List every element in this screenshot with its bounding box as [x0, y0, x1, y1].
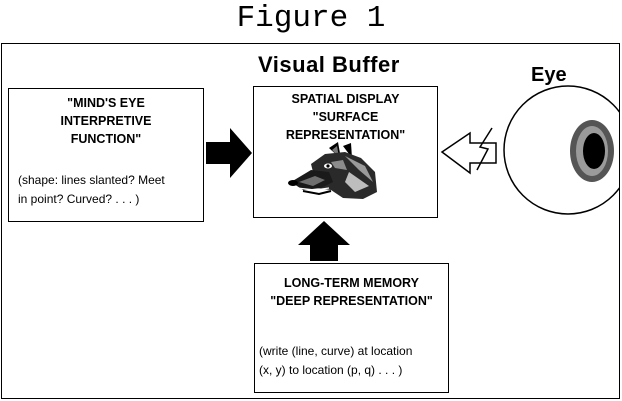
left-arrow-icon: [440, 131, 497, 175]
long-term-memory-note-line: (write (line, curve) at location: [259, 344, 413, 358]
minds-eye-heading-line: FUNCTION": [70, 132, 142, 146]
long-term-memory-box: LONG-TERM MEMORY "DEEP REPRESENTATION" (…: [254, 263, 449, 393]
long-term-memory-heading-line: LONG-TERM MEMORY: [284, 276, 419, 290]
minds-eye-note-line: in point? Curved? . . . ): [18, 192, 140, 206]
right-arrow-icon: [206, 128, 252, 178]
minds-eye-heading-line: "MIND'S EYE: [67, 96, 145, 110]
minds-eye-note: (shape: lines slanted? Meet in point? Cu…: [18, 171, 200, 209]
spatial-display-heading: SPATIAL DISPLAY "SURFACE REPRESENTATION": [254, 87, 437, 144]
long-term-memory-heading-line: "DEEP REPRESENTATION": [270, 294, 433, 308]
long-term-memory-heading: LONG-TERM MEMORY "DEEP REPRESENTATION": [255, 264, 448, 310]
figure-title: Figure 1: [236, 1, 386, 36]
minds-eye-note-line: (shape: lines slanted? Meet: [18, 173, 165, 187]
minds-eye-heading: "MIND'S EYE INTERPRETIVE FUNCTION": [9, 89, 203, 148]
visual-buffer-label: Visual Buffer: [258, 52, 400, 77]
spatial-display-heading-line: "SURFACE: [312, 110, 379, 124]
up-arrow-icon: [298, 221, 350, 261]
wolf-head-icon: [288, 142, 377, 199]
spatial-display-heading-line: REPRESENTATION": [285, 128, 406, 142]
lightning-icon: [476, 127, 493, 171]
minds-eye-box: "MIND'S EYE INTERPRETIVE FUNCTION" (shap…: [8, 88, 204, 222]
eye-label: Eye: [531, 64, 567, 86]
spatial-display-heading-line: SPATIAL DISPLAY: [291, 92, 400, 106]
long-term-memory-note-line: (x, y) to location (p, q) . . . ): [259, 363, 403, 377]
minds-eye-heading-line: INTERPRETIVE: [60, 114, 152, 128]
diagram-frame: [1, 43, 620, 399]
long-term-memory-note: (write (line, curve) at location (x, y) …: [259, 342, 447, 380]
eyeball-icon: [503, 85, 619, 215]
